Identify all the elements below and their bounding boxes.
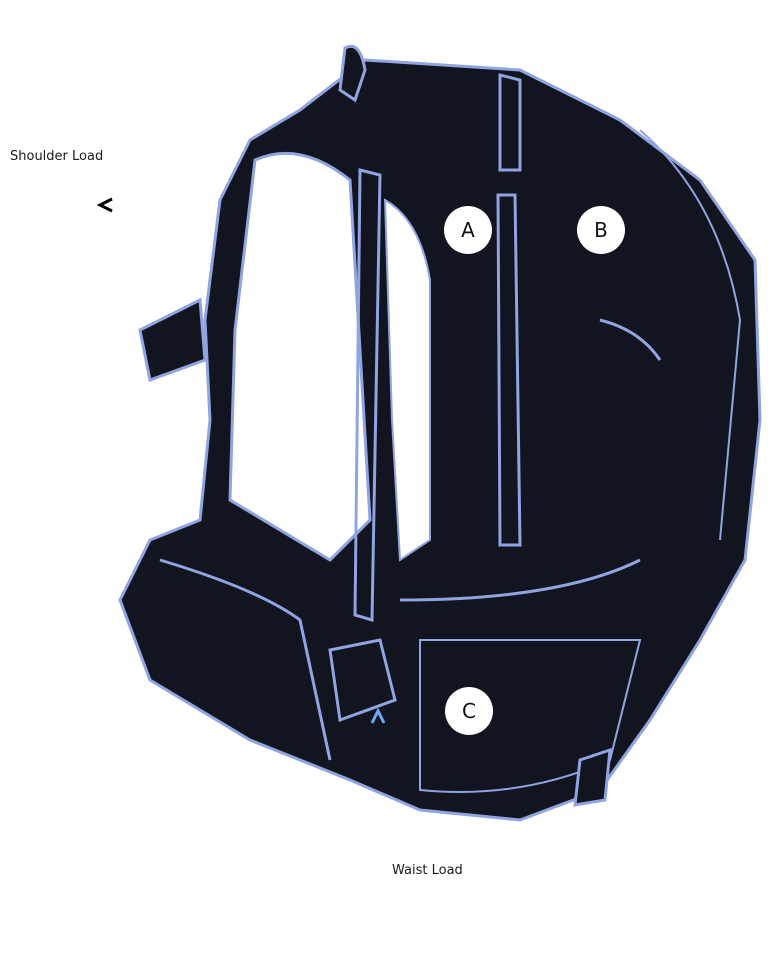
marker-b: B <box>577 206 625 254</box>
marker-a: A <box>444 206 492 254</box>
pack-body <box>118 58 762 822</box>
marker-c: C <box>445 687 493 735</box>
waist-load-label: Waist Load <box>392 863 463 878</box>
shoulder-load-label: Shoulder Load <box>10 149 104 164</box>
